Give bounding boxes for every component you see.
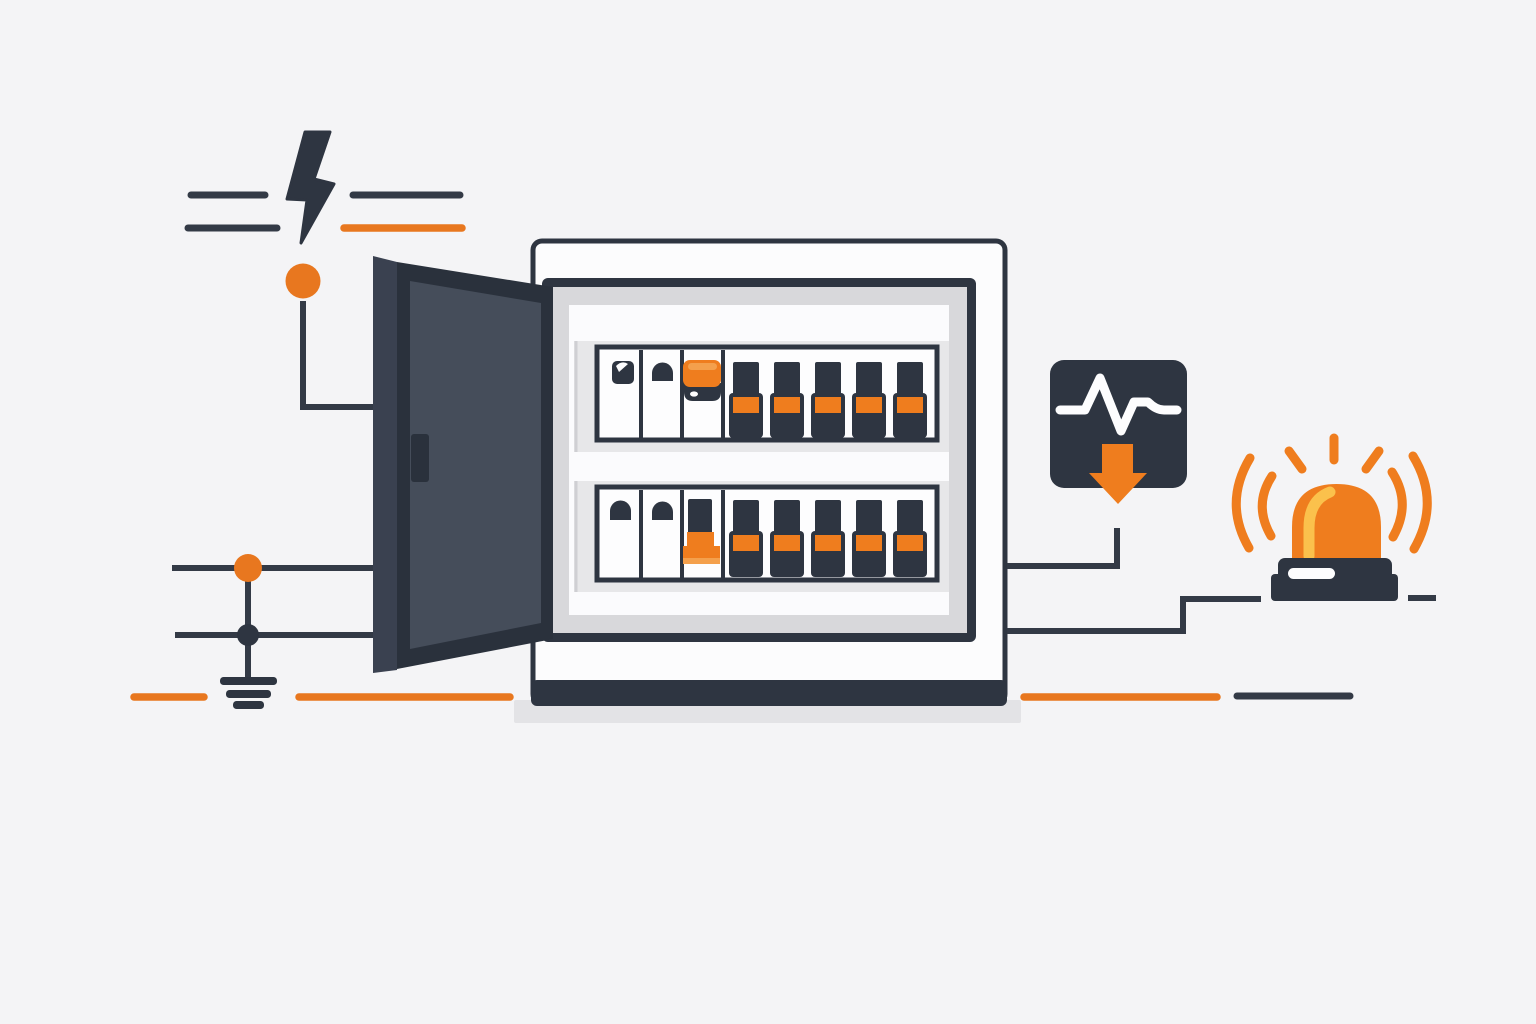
- beacon-base: [1271, 558, 1398, 601]
- main-switch-on[interactable]: [683, 360, 721, 401]
- orange-junction-node: [234, 554, 262, 582]
- lightning-bolt-icon: [285, 130, 336, 245]
- beacon-dome-highlight: [1303, 486, 1336, 562]
- breaker-row-top: [594, 344, 940, 443]
- surge-junction-node: [285, 263, 321, 299]
- alarm-beacon-icon: [1007, 433, 1436, 634]
- sag-connector-line: [1007, 528, 1120, 569]
- voltage-sag-icon: [1007, 360, 1187, 569]
- down-arrow-icon: [1089, 444, 1147, 504]
- dark-junction-node: [237, 624, 259, 646]
- earth-ground-icon: [220, 677, 277, 709]
- circuit-breaker[interactable]: [811, 500, 845, 577]
- beacon-connector-line: [1007, 596, 1261, 634]
- grounding-symbol: [130, 554, 514, 709]
- circuit-breaker[interactable]: [852, 362, 886, 438]
- circuit-breaker[interactable]: [852, 500, 886, 577]
- sound-wave-arcs: [1231, 451, 1432, 554]
- door-handle[interactable]: [411, 434, 429, 482]
- arch-module-icon: [652, 362, 673, 381]
- breaker-panel: [373, 238, 1021, 723]
- main-switch-off[interactable]: [683, 499, 720, 564]
- light-rays: [1284, 433, 1384, 474]
- circuit-breaker[interactable]: [770, 500, 804, 577]
- accent-baselines-right: [1020, 692, 1354, 701]
- surge-connector-line: [300, 301, 376, 410]
- circuit-breaker[interactable]: [893, 500, 927, 577]
- door-inner-panel: [410, 281, 541, 649]
- panel-bottom-band: [531, 680, 1007, 706]
- label-module-icon: [612, 361, 634, 384]
- door-front-edge: [373, 256, 397, 673]
- breaker-row-bottom: [594, 484, 940, 583]
- waveform-icon: [1055, 373, 1182, 436]
- power-surge-symbol: [184, 130, 466, 410]
- panel-open-door[interactable]: [373, 256, 553, 673]
- arch-module-icon: [610, 500, 631, 520]
- circuit-breaker[interactable]: [729, 362, 763, 438]
- circuit-breaker[interactable]: [770, 362, 804, 438]
- circuit-breaker[interactable]: [729, 500, 763, 577]
- circuit-breaker[interactable]: [893, 362, 927, 438]
- circuit-breaker[interactable]: [811, 362, 845, 438]
- arch-module-icon: [652, 501, 673, 520]
